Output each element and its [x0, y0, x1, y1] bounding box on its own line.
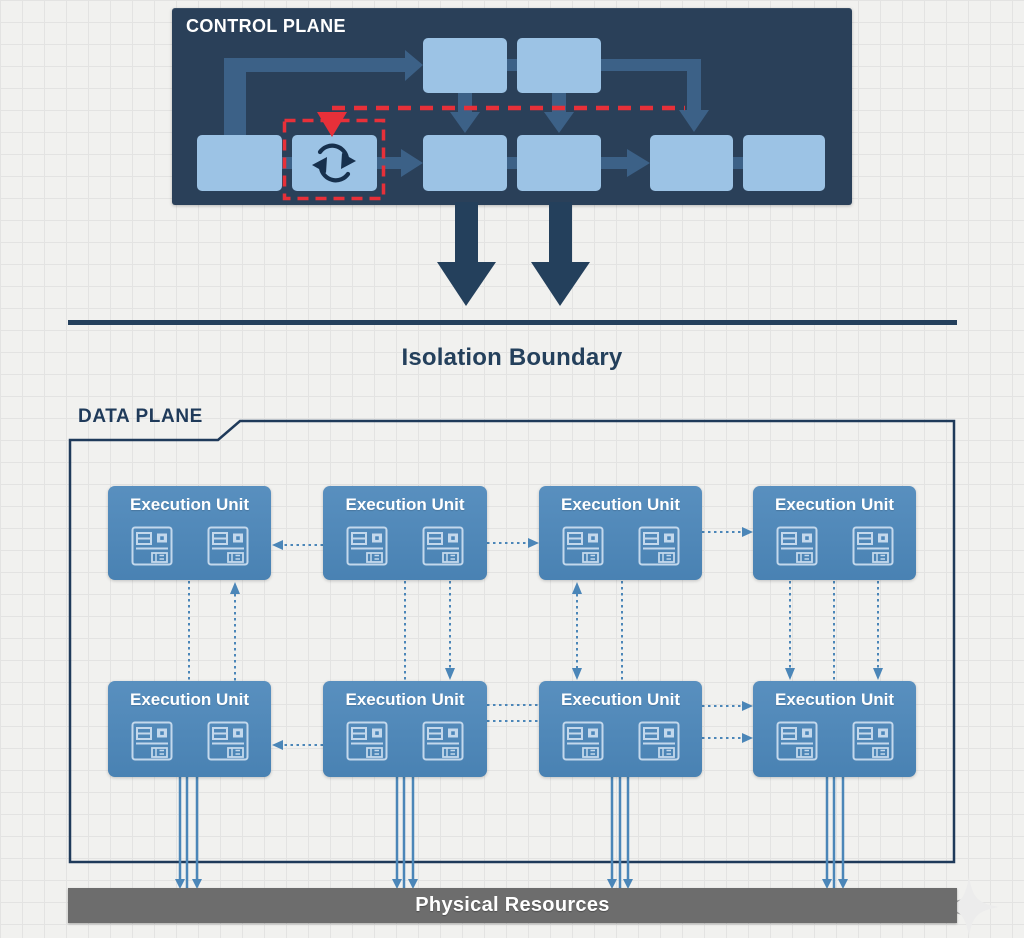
- resource-link-lines: [175, 777, 848, 890]
- server-card-icon: [638, 720, 680, 762]
- server-card-icon: [562, 525, 604, 567]
- isolation-boundary-line: [68, 320, 957, 325]
- server-card-icon: [131, 720, 173, 762]
- server-card-icon: [207, 720, 249, 762]
- execution-unit-label: Execution Unit: [129, 495, 249, 514]
- server-card-icon: [131, 525, 173, 567]
- execution-unit-label: Execution Unit: [345, 495, 465, 514]
- control-to-data-arrows: [437, 202, 590, 306]
- execution-unit: Execution Unit: [539, 486, 702, 580]
- server-card-icon: [207, 525, 249, 567]
- server-card-icon: [638, 525, 680, 567]
- server-card-icon: [776, 720, 818, 762]
- physical-resources-label: Physical Resources: [415, 894, 610, 916]
- control-plane-title: CONTROL PLANE: [186, 16, 346, 36]
- execution-unit: Execution Unit: [539, 681, 702, 777]
- execution-unit-label: Execution Unit: [560, 690, 680, 709]
- execution-unit: Execution Unit: [753, 486, 916, 580]
- execution-unit: Execution Unit: [323, 681, 487, 777]
- execution-unit: Execution Unit: [753, 681, 916, 777]
- execution-unit: Execution Unit: [323, 486, 487, 580]
- server-card-icon: [346, 525, 388, 567]
- execution-unit-label: Execution Unit: [560, 495, 680, 514]
- server-card-icon: [346, 720, 388, 762]
- execution-unit-label: Execution Unit: [774, 495, 894, 514]
- execution-unit-label: Execution Unit: [345, 690, 465, 709]
- physical-resources-bar: Physical Resources: [68, 888, 957, 923]
- execution-unit: Execution Unit: [108, 681, 271, 777]
- execution-unit-label: Execution Unit: [774, 690, 894, 709]
- server-card-icon: [776, 525, 818, 567]
- control-plane-panel: [172, 8, 852, 205]
- server-card-icon: [422, 525, 464, 567]
- server-card-icon: [562, 720, 604, 762]
- isolation-boundary-label: Isolation Boundary: [401, 344, 623, 371]
- server-card-icon: [852, 720, 894, 762]
- server-card-icon: [852, 525, 894, 567]
- data-plane-title: DATA PLANE: [78, 406, 203, 427]
- execution-unit: Execution Unit: [108, 486, 271, 580]
- server-card-icon: [422, 720, 464, 762]
- execution-unit-label: Execution Unit: [129, 690, 249, 709]
